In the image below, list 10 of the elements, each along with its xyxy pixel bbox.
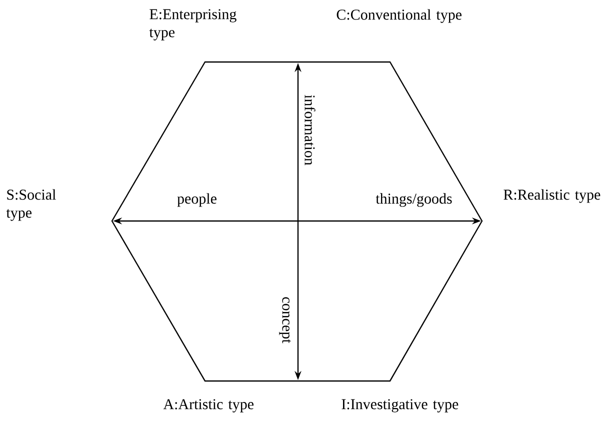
type-label: S:Social type [6,189,56,221]
axis-label: information [304,94,316,166]
type-label: E:Enterprising type [149,9,236,40]
type-label: I:Investigative type [342,399,458,412]
type-label: A:Artistic type [163,399,254,412]
axis-label: people [177,193,216,207]
axis-label: concept [279,297,291,344]
type-label: C:Conventional type [336,9,462,23]
axis-label: things/goods [376,193,452,207]
type-label: R:Realistic type [504,189,600,203]
